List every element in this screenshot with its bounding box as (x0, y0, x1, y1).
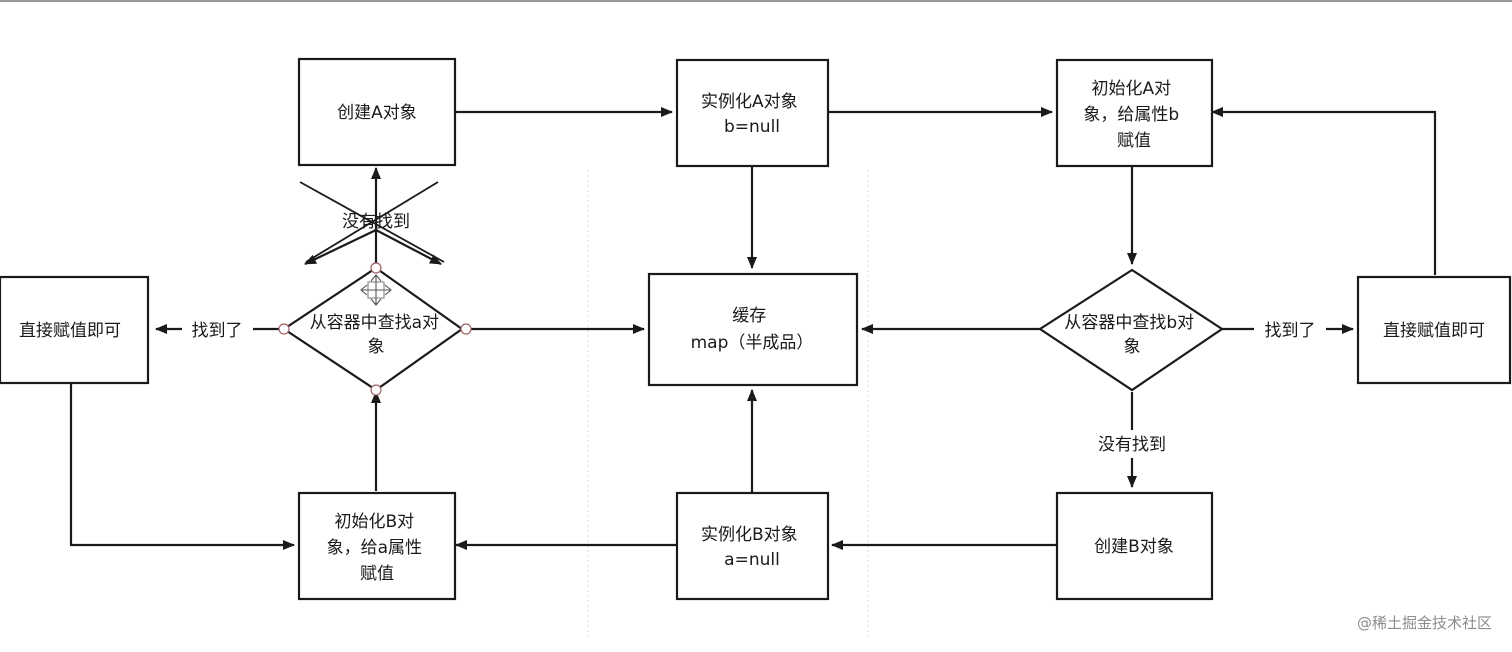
node-instantiate-a-line-1: 实例化A对象 (701, 92, 798, 112)
edge-labels: 没有找到 找到了 找到了 没有找到 (192, 212, 1316, 455)
resize-handle-bottom[interactable] (370, 384, 382, 396)
node-create-a[interactable]: 创建A对象 (297, 57, 457, 167)
node-find-a-line-2: 象 (368, 337, 385, 357)
node-instantiate-b-line-2: a=null (724, 550, 780, 570)
svg-text:创建A对象: 创建A对象 (337, 103, 417, 123)
node-init-a-line-3: 赋值 (1117, 131, 1151, 151)
edge-assign-left-to-init-b[interactable] (69, 383, 295, 550)
node-cache-map-line-2: map（半成品） (691, 333, 814, 353)
svg-text:从容器中查找a对 象: 从容器中查找a对 象 (310, 313, 445, 357)
svg-text:创建B对象: 创建B对象 (1094, 537, 1174, 557)
edge-label-find-a-not-found: 没有找到 (342, 212, 410, 232)
node-init-b-line-2: 象，给a属性 (327, 538, 422, 558)
node-create-b-line-1: 创建B对象 (1094, 537, 1174, 557)
svg-text:初始化B对 象，给a属性 赋: 初始化B对 象，给a属性 赋值 (327, 512, 428, 584)
node-instantiate-a[interactable]: 实例化A对象 b=null (675, 58, 830, 168)
svg-text:缓存 map（半成品）: 缓存 map（半成品） (691, 306, 814, 353)
crossed-arrow-down-right (375, 229, 442, 265)
resize-handle-left[interactable] (278, 323, 290, 335)
svg-text:直接赋值即可: 直接赋值即可 (19, 321, 121, 341)
node-assign-left-line-1: 直接赋值即可 (19, 321, 121, 341)
node-init-a-line-2: 象，给属性b (1083, 105, 1179, 125)
crossed-arrow-down-left (304, 229, 377, 265)
node-cache-map[interactable]: 缓存 map（半成品） (647, 272, 859, 387)
node-find-b-line-1: 从容器中查找b对 (1064, 313, 1194, 333)
node-assign-right[interactable]: 直接赋值即可 (1356, 275, 1512, 385)
node-instantiate-b[interactable]: 实例化B对象 a=null (675, 491, 830, 601)
svg-text:实例化B对象 a=null: 实例化B对象 a=null (701, 525, 803, 570)
resize-handle-right[interactable] (460, 323, 472, 335)
node-init-b-line-1: 初始化B对 (334, 512, 414, 532)
selection-handles (278, 262, 472, 396)
edge-label-find-b-found: 找到了 (1265, 321, 1316, 341)
edge-label-find-a-found: 找到了 (192, 321, 243, 341)
node-cache-map-line-1: 缓存 (732, 306, 766, 326)
move-cursor-icon (360, 274, 392, 306)
edges (69, 107, 1437, 550)
svg-text:初始化A对 象，给属性b 赋: 初始化A对 象，给属性b 赋值 (1083, 79, 1184, 151)
node-assign-left[interactable]: 直接赋值即可 (0, 275, 150, 385)
node-init-a[interactable]: 初始化A对 象，给属性b 赋值 (1055, 58, 1214, 168)
svg-text:从容器中查找b对 象: 从容器中查找b对 象 (1064, 313, 1199, 357)
watermark: @稀土掘金技术社区 (1357, 614, 1492, 632)
node-find-a[interactable]: 从容器中查找a对 象 (282, 266, 464, 392)
node-init-b[interactable]: 初始化B对 象，给a属性 赋值 (297, 491, 457, 601)
nodes: 创建A对象 实例化A对象 b=null 初始化A对 象，给属性b 赋值 直接赋值… (0, 57, 1512, 601)
edge-assign-right-to-init-a[interactable] (1211, 107, 1437, 275)
node-instantiate-a-line-2: b=null (724, 117, 780, 137)
node-init-a-line-1: 初始化A对 (1091, 79, 1171, 99)
node-create-b[interactable]: 创建B对象 (1055, 491, 1214, 601)
resize-handle-top[interactable] (370, 262, 382, 274)
node-assign-right-line-1: 直接赋值即可 (1383, 321, 1485, 341)
svg-text:实例化A对象 b=null: 实例化A对象 b=null (701, 92, 803, 137)
node-create-a-line-1: 创建A对象 (337, 103, 417, 123)
alignment-guides (587, 170, 869, 640)
node-find-a-line-1: 从容器中查找a对 (310, 313, 439, 333)
svg-text:直接赋值即可: 直接赋值即可 (1383, 321, 1485, 341)
node-instantiate-b-line-1: 实例化B对象 (701, 525, 798, 545)
crossed-out-mark (299, 181, 445, 263)
edge-label-find-b-not-found: 没有找到 (1098, 435, 1166, 455)
node-find-b-line-2: 象 (1124, 337, 1141, 357)
node-find-b[interactable]: 从容器中查找b对 象 (1037, 268, 1224, 392)
node-init-b-line-3: 赋值 (360, 564, 394, 584)
